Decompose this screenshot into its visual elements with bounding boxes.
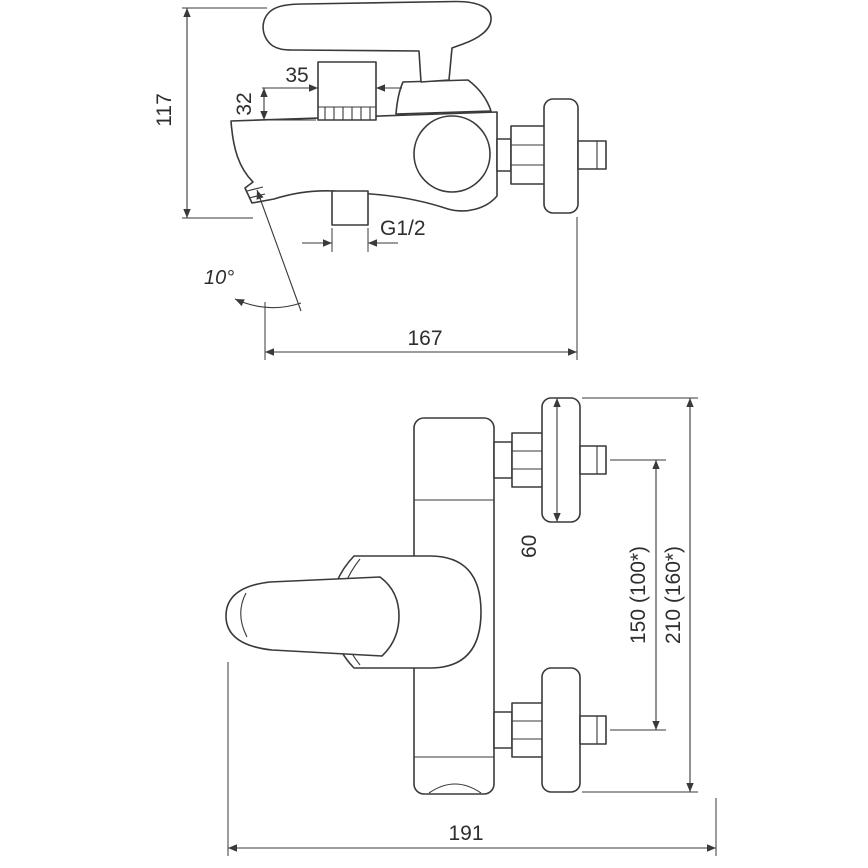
diverter-knob: [317, 61, 377, 121]
dimension-knob-width: 35: [262, 64, 402, 92]
dimension-knob-offset: 32: [233, 88, 316, 121]
hex-nut: [511, 432, 545, 488]
dimension-depth: 167: [264, 217, 578, 360]
wall-connection-top: [493, 397, 607, 523]
wall-flange: [541, 667, 581, 793]
dim-label-spout-angle: 10°: [204, 267, 234, 289]
dimension-height: 117: [153, 7, 267, 219]
dim-label-knob-width: 35: [285, 64, 308, 87]
dimension-outlet-thread: G1/2: [302, 217, 426, 252]
cartridge-cap-circle: [413, 115, 491, 193]
dim-label-flange-diameter: 60: [518, 535, 541, 558]
cartridge-neck: [395, 79, 492, 115]
dim-label-overall-span: 210 (160*): [662, 546, 685, 644]
hex-nut: [511, 702, 545, 758]
dim-label-depth: 167: [407, 327, 442, 350]
wall-flange: [543, 98, 579, 214]
dim-label-height: 117: [153, 93, 176, 126]
wall-connection-side: [496, 98, 607, 214]
diverter-knob-body: [317, 61, 377, 121]
handle-lever-front: [225, 576, 400, 657]
side-view: 117 35 32 G1/2 10°: [153, 0, 607, 360]
handle-lever-side: [262, 0, 492, 83]
dimension-spout-angle: 10°: [204, 189, 302, 312]
dimension-overall-width: 191: [227, 662, 717, 856]
lever-inner-arc: [240, 592, 248, 638]
dimension-flange-diameter: 60: [518, 398, 561, 558]
angle-arc: [234, 298, 302, 309]
shank: [493, 441, 513, 479]
dimension-inlet-centers: 150 (100*): [610, 459, 666, 731]
dim-label-overall-width: 191: [448, 822, 483, 845]
threaded-stud: [577, 140, 607, 170]
front-view: 60 150 (100*) 210 (160*) 191: [225, 397, 717, 856]
wall-flange: [541, 397, 581, 523]
dim-label-outlet-thread: G1/2: [380, 217, 426, 240]
shank: [493, 711, 513, 749]
wall-connection-bottom: [493, 667, 607, 793]
threaded-stud: [579, 445, 607, 475]
shower-outlet: [331, 190, 369, 226]
dim-label-knob-offset: 32: [233, 92, 256, 115]
shank: [496, 138, 512, 172]
dimension-overall-span: 210 (160*): [582, 397, 698, 793]
threaded-stud: [579, 715, 607, 745]
hex-nut: [510, 125, 547, 185]
aerator-line: [246, 186, 264, 192]
dim-label-inlet-centers: 150 (100*): [627, 546, 650, 644]
spout-mouth-arc: [428, 783, 482, 794]
angle-ray: [256, 189, 302, 312]
